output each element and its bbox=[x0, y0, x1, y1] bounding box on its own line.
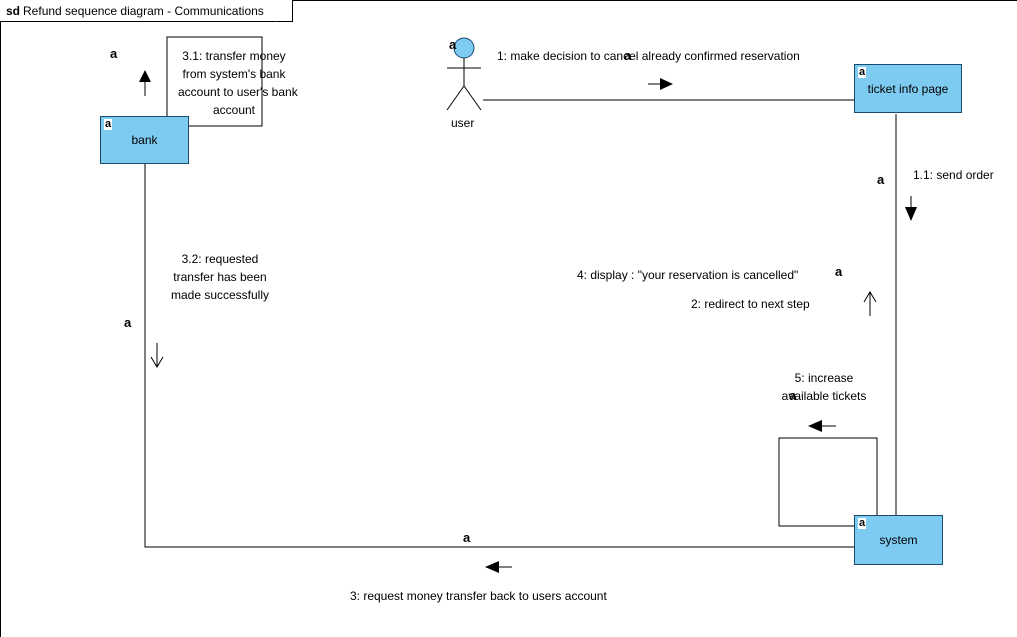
message-3-2-line: transfer has been bbox=[173, 270, 267, 284]
arrow-m1-1-icon bbox=[905, 207, 917, 221]
self-link-marker-icon: a bbox=[789, 388, 797, 403]
message-5: 5: increase available tickets bbox=[768, 369, 880, 405]
message-3-2-line: made successfully bbox=[170, 288, 270, 302]
user-label: user bbox=[451, 116, 475, 130]
message-3: 3: request money transfer back to users … bbox=[350, 589, 607, 603]
message-3-1-line: 3.1: transfer money bbox=[182, 49, 286, 63]
user-actor-icon bbox=[446, 37, 482, 111]
user-link-marker-icon: a bbox=[624, 48, 632, 63]
message-1-1: 1.1: send order bbox=[913, 168, 994, 182]
ticket-info-page-label: ticket info page bbox=[867, 81, 949, 96]
ticketinfo-link-marker-icon: a bbox=[877, 172, 885, 187]
bank-marker-icon: a bbox=[104, 118, 113, 130]
bank-node[interactable]: a bank bbox=[100, 116, 189, 164]
message-5-line: 5: increase bbox=[794, 371, 854, 385]
link-bank-system bbox=[144, 164, 855, 548]
message-3-1-line: account to user's bank bbox=[178, 85, 298, 99]
arrow-m5-icon bbox=[808, 420, 822, 432]
message-3-2-line: 3.2: requested bbox=[181, 252, 259, 266]
system-label: system bbox=[879, 533, 918, 547]
bank-system-link-marker-icon: a bbox=[124, 315, 132, 330]
bank-label: bank bbox=[131, 133, 158, 147]
arrow-m2-icon bbox=[863, 291, 877, 316]
user-marker-icon: a bbox=[449, 37, 457, 52]
message-2: 2: redirect to next step bbox=[691, 297, 810, 311]
frame-keyword: sd bbox=[6, 4, 21, 18]
arrow-m3-2-icon bbox=[150, 343, 164, 368]
message-1: 1: make decision to cancel already confi… bbox=[497, 49, 800, 63]
system-node[interactable]: a system bbox=[854, 515, 943, 565]
frame-title: Refund sequence diagram - Communications bbox=[23, 4, 264, 18]
message-5-line: available tickets bbox=[781, 389, 867, 403]
bank-link-marker-icon: a bbox=[110, 46, 118, 61]
arrow-m3-icon bbox=[485, 561, 499, 573]
message-3-1: 3.1: transfer money from system's bank a… bbox=[178, 47, 298, 119]
ticket-info-page-node[interactable]: a ticket info page bbox=[854, 64, 962, 113]
arrow-m1-icon bbox=[660, 78, 673, 90]
ticket-info-page-marker-icon: a bbox=[858, 66, 867, 78]
system-link-marker-icon: a bbox=[463, 530, 471, 545]
message-4: 4: display : "your reservation is cancel… bbox=[577, 268, 799, 282]
frame-tab-corner bbox=[276, 0, 287, 22]
self-link-bank bbox=[166, 36, 263, 127]
self-link-system bbox=[778, 437, 878, 527]
message-3-1-line: account bbox=[212, 103, 256, 117]
system-marker-icon: a bbox=[858, 517, 867, 529]
arrow-m3-1-icon bbox=[139, 70, 151, 82]
message-3-1-line: from system's bank bbox=[182, 67, 286, 81]
m4-marker-icon: a bbox=[835, 264, 843, 279]
message-3-2: 3.2: requested transfer has been made su… bbox=[158, 250, 282, 304]
